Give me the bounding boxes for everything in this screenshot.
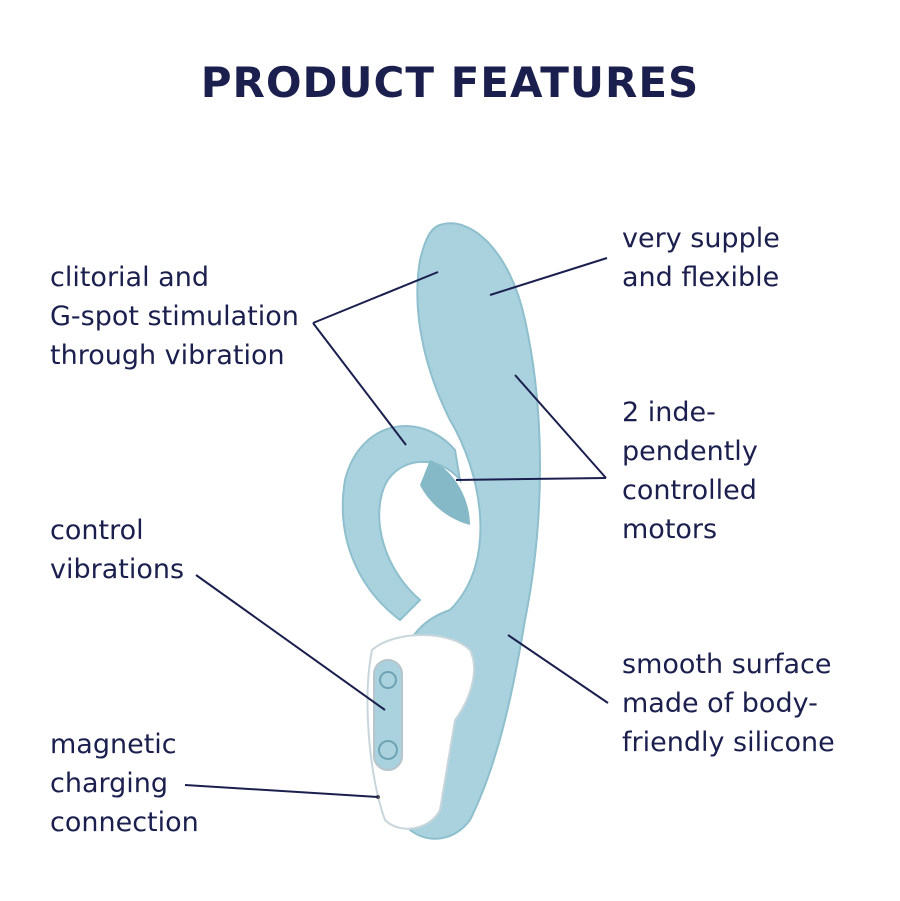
feature-line: charging bbox=[50, 768, 169, 799]
page-title: PRODUCT FEATURES bbox=[200, 58, 700, 107]
feature-line: vibrations bbox=[50, 554, 185, 585]
feature-line: friendly silicone bbox=[622, 727, 835, 758]
product-shape bbox=[341, 222, 541, 840]
feature-line: made of body- bbox=[622, 688, 818, 719]
feature-line: magnetic bbox=[50, 729, 177, 760]
feature-motors: 2 inde- pendently controlled motors bbox=[622, 393, 758, 549]
feature-silicone: smooth surface made of body- friendly si… bbox=[622, 645, 835, 762]
feature-line: control bbox=[50, 515, 144, 546]
feature-line: connection bbox=[50, 807, 199, 838]
feature-control-vibrations: control vibrations bbox=[50, 511, 184, 589]
feature-line: smooth surface bbox=[622, 649, 832, 680]
feature-line: G-spot stimulation bbox=[50, 301, 299, 332]
feature-line: through vibration bbox=[50, 340, 285, 371]
feature-flexible: very supple and flexible bbox=[622, 219, 780, 297]
feature-line: motors bbox=[622, 514, 718, 545]
feature-line: 2 inde- bbox=[622, 397, 716, 428]
leader-lines bbox=[184, 257, 609, 798]
feature-stimulation: clitorial and G-spot stimulation through… bbox=[50, 258, 299, 375]
feature-magnetic-charging: magnetic charging connection bbox=[50, 725, 199, 842]
control-panel bbox=[373, 659, 403, 771]
feature-line: pendently bbox=[622, 436, 758, 467]
feature-line: clitorial and bbox=[50, 262, 209, 293]
feature-line: very supple bbox=[622, 223, 780, 254]
feature-line: and flexible bbox=[622, 262, 780, 293]
feature-line: controlled bbox=[622, 475, 757, 506]
